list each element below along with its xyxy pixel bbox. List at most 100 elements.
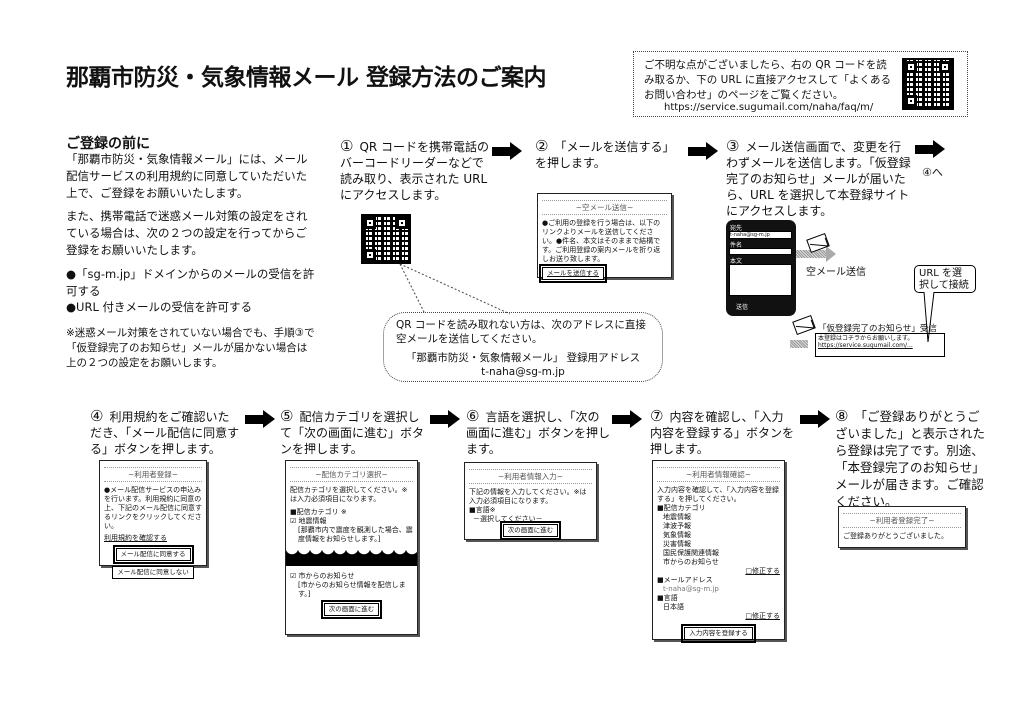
- category-item: 地震情報: [663, 513, 691, 521]
- arrow-right-icon: [612, 410, 642, 428]
- step-6-text: 言語を選択し、「次の画面に進む」ボタンを押します。: [466, 410, 611, 456]
- step-3-number: ③: [726, 137, 740, 155]
- intro-bullet1: ●「sg-m.jp」ドメインからのメールの受信を許可する: [66, 267, 315, 298]
- step1-qr-code-icon: [361, 214, 411, 264]
- step-4-number: ④: [90, 407, 104, 425]
- mail-value: t-naha@sg-m.jp: [663, 585, 719, 593]
- category-item: 国民保護関連情報: [663, 549, 719, 557]
- receive-arrow: [790, 340, 808, 348]
- category-city-news-desc: [市からのお知らせ情報を配信します。]: [298, 581, 406, 598]
- category-earthquake-checkbox[interactable]: ☑ 地震情報: [290, 517, 327, 525]
- bubble-pointer: [399, 263, 511, 315]
- step-7-number: ⑦: [650, 407, 664, 425]
- qr-alternative-bubble: QR コードを読み取れない方は、次のアドレスに直接空メールを送信してください。 …: [383, 312, 663, 382]
- faq-qr-code-icon: [902, 58, 954, 110]
- arrow-right-icon: [430, 410, 460, 428]
- send-arrow-head: [826, 246, 836, 262]
- step-3-text: メール送信画面で、変更を行わずメールを送信します。「仮登録完了のお知らせ」メール…: [726, 140, 911, 218]
- category-item: 津波予報: [663, 522, 691, 530]
- to-label: 宛先: [730, 225, 743, 232]
- disagree-button[interactable]: メール配信に同意しない: [112, 566, 194, 579]
- mail-text: 本登録はコチラからお願いします。: [818, 335, 914, 342]
- screen5-category: ■配信カテゴリ ※: [290, 508, 347, 516]
- language-label: ■言語※: [469, 506, 496, 514]
- screen-category-select: ~配信カテゴリ選択~ 配信カテゴリを選択してください。※は入力必須項目になります…: [285, 460, 418, 635]
- phone-mail-mockup: 宛先 t-naha@sg-m.jp 件名 本文 送信: [726, 220, 796, 316]
- mail-link[interactable]: https://service.sugumail.com/...: [818, 342, 913, 349]
- arrow-right-icon: [800, 410, 830, 428]
- edit-lang-link[interactable]: □修正する: [745, 612, 780, 620]
- next-button[interactable]: 次の画面に進む: [499, 521, 562, 540]
- intro-bullet2: ●URL 付きメールの受信を許可する: [66, 300, 253, 314]
- lang-value: 日本語: [663, 603, 684, 611]
- received-mail-box: 本登録はコチラからお願いします。 https://service.sugumai…: [815, 333, 945, 357]
- goto-step4: ④へ: [922, 166, 943, 179]
- language-select[interactable]: －選択してください－: [473, 515, 543, 523]
- page-title: 那覇市防災・気象情報メール 登録方法のご案内: [66, 65, 547, 91]
- screen-user-info-input: ~利用者情報入力~ 下記の情報を入力してください。※は入力必須項目になります。 …: [464, 462, 597, 540]
- subject-label: 件名: [730, 242, 743, 249]
- step-8: ⑧「ご登録ありがとうございました」と表示されたら登録は完了です。別途、「本登録完…: [835, 408, 985, 510]
- category-earthquake-desc: [那覇市内で震度を観測した場合、震度情報をお知らせします。]: [298, 526, 413, 543]
- url-callout: URL を選択して接続: [914, 265, 976, 293]
- screen7-body: 入力内容を確認して、「入力内容を登録する」を押してください。: [657, 486, 779, 503]
- category-item: 気象情報: [663, 531, 691, 539]
- body-field: [729, 264, 792, 296]
- send-mail-button[interactable]: メールを送信する: [539, 264, 607, 283]
- faq-box: ご不明な点がございましたら、右の QR コードを読み取るか、下の URL に直接…: [633, 51, 968, 117]
- omission-wave: [286, 550, 417, 566]
- step-4-text: 利用規約をご確認いただき、「メール配信に同意する」ボタンを押します。: [90, 410, 240, 456]
- screen5-body: 配信カテゴリを選択してください。※は入力必須項目になります。: [290, 486, 408, 503]
- screen-registration-complete: ~利用者登録完了~ ご登録ありがとうございました。: [838, 506, 966, 548]
- agree-button[interactable]: メール配信に同意する: [112, 545, 194, 564]
- register-button[interactable]: 入力内容を登録する: [681, 624, 756, 643]
- intro-para2: また、携帯電話で迷惑メール対策の設定をされている場合は、次の２つの設定を行ってか…: [66, 209, 308, 257]
- step-5-number: ⑤: [280, 407, 294, 425]
- category-item: 災害情報: [663, 540, 691, 548]
- subject-field: [729, 248, 792, 255]
- empty-mail-label: 空メール送信: [806, 267, 866, 278]
- received-label: 「仮登録完了のお知らせ」受信: [818, 324, 937, 334]
- step-6-number: ⑥: [466, 407, 480, 425]
- screen7-category: ■配信カテゴリ: [657, 504, 706, 512]
- step-5-text: 配信カテゴリを選択して「次の画面に進む」ボタンを押します。: [280, 410, 425, 456]
- faq-text: ご不明な点がございましたら、右の QR コードを読み取るか、下の URL に直接…: [644, 59, 891, 101]
- intro-heading: ご登録の前に: [66, 136, 150, 152]
- callout-pointer: [923, 292, 935, 343]
- mail-label: ■メールアドレス: [657, 576, 713, 584]
- screen-user-registration: ~利用者登録~ ●メール配信サービスの申込みを行います。利用規約に同意の上、下記…: [99, 460, 207, 579]
- next-button[interactable]: 次の画面に進む: [320, 600, 383, 619]
- screen7-header: ~利用者情報確認~: [657, 467, 780, 482]
- step-2: ②「メールを送信する」を押します。: [535, 138, 685, 171]
- step-8-text: 「ご登録ありがとうございました」と表示されたら登録は完了です。別途、「本登録完了…: [835, 409, 986, 509]
- intro-note: ※迷惑メール対策をされていない場合でも、手順③で「仮登録完了のお知らせ」メールが…: [66, 327, 315, 369]
- screen5-header: ~配信カテゴリ選択~: [290, 467, 413, 482]
- terms-link[interactable]: 利用規約を確認する: [104, 534, 167, 542]
- arrow-right-icon: [492, 142, 522, 160]
- intro-para1: 「那覇市防災・気象情報メール」には、メール配信サービスの利用規約に同意していただ…: [66, 152, 308, 200]
- step-2-number: ②: [535, 137, 549, 155]
- screen6-header: ~利用者情報入力~: [469, 469, 592, 484]
- faq-url[interactable]: https://service.sugumail.com/naha/faq/m/: [664, 102, 874, 113]
- step-8-number: ⑧: [835, 407, 849, 425]
- send-button[interactable]: 送信: [736, 304, 749, 311]
- screen4-body: ●メール配信サービスの申込みを行います。利用規約に同意の上、下記のメール配信に同…: [104, 486, 202, 530]
- category-item: 市からのお知らせ: [663, 558, 719, 566]
- category-city-news-checkbox[interactable]: ☑ 市からのお知らせ: [290, 572, 355, 580]
- step-1-number: ①: [340, 137, 354, 155]
- step-2-text: 「メールを送信する」を押します。: [535, 140, 675, 170]
- screen-empty-mail: ~空メール送信~ ●ご利用の登録を行う場合は、以下のリンクよりメールを送信してく…: [537, 193, 672, 283]
- screen4-header: ~利用者登録~: [104, 467, 202, 482]
- lang-label: ■言語: [657, 594, 678, 602]
- edit-category-link[interactable]: □修正する: [745, 567, 780, 575]
- screen2-body: ●ご利用の登録を行う場合は、以下のリンクよりメールを送信してください。●件名、本…: [542, 219, 661, 263]
- bubble-address[interactable]: t-naha@sg-m.jp: [481, 366, 565, 378]
- screen2-header: ~空メール送信~: [542, 200, 667, 215]
- send-arrow: [796, 250, 826, 258]
